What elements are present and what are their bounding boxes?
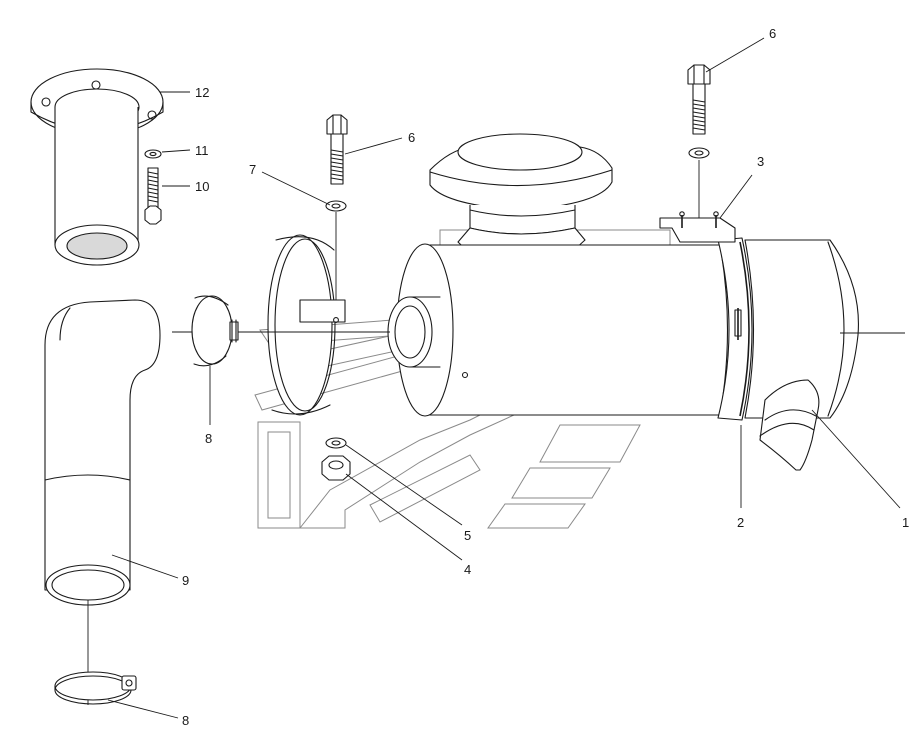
elbow-hose-body xyxy=(44,299,161,591)
air-filter-housing xyxy=(387,133,859,471)
callout-9: 9 xyxy=(182,573,189,588)
callout-8-middle: 8 xyxy=(205,431,212,446)
elbow-hose xyxy=(44,299,161,705)
leader-lines xyxy=(107,37,905,719)
callout-8-bottom: 8 xyxy=(182,713,189,728)
washer-5 xyxy=(325,437,347,449)
housing-body xyxy=(425,244,729,416)
callout-4: 4 xyxy=(464,562,471,577)
callout-11: 11 xyxy=(195,143,209,158)
bolt-top xyxy=(687,64,711,135)
hose-clamp-middle xyxy=(172,295,390,367)
fasteners xyxy=(321,64,711,481)
callout-3: 3 xyxy=(757,154,764,169)
callout-7: 7 xyxy=(249,162,256,177)
callout-2: 2 xyxy=(737,515,744,530)
rear-cover xyxy=(744,239,859,419)
callout-10: 10 xyxy=(195,179,209,194)
dust-valve xyxy=(759,379,820,471)
callout-labels: 1 2 3 4 5 6 6 7 8 8 9 10 11 12 xyxy=(182,26,909,728)
hose-clamp-bottom xyxy=(54,671,137,705)
callout-5: 5 xyxy=(464,528,471,543)
inlet-sleeve xyxy=(267,234,346,416)
callout-1: 1 xyxy=(902,515,909,530)
flanged-adapter xyxy=(30,68,164,266)
nut-4 xyxy=(321,455,351,481)
mounting-bracket xyxy=(659,217,736,243)
bolt-middle xyxy=(326,114,348,185)
callout-12: 12 xyxy=(195,85,209,100)
callout-6-top: 6 xyxy=(769,26,776,41)
washer-11 xyxy=(144,149,162,159)
washer-7 xyxy=(325,200,347,212)
callout-6-middle: 6 xyxy=(408,130,415,145)
adapter-tube xyxy=(54,107,139,246)
